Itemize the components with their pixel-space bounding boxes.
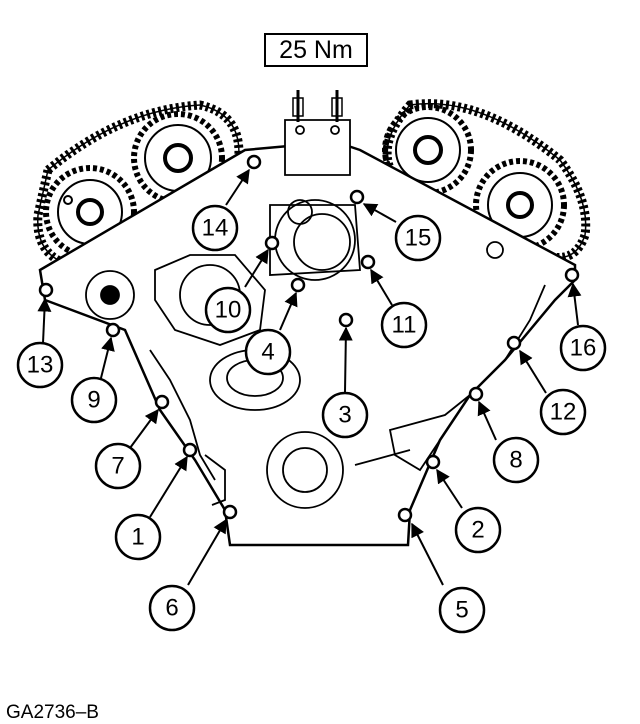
callout-9: 9 <box>70 376 118 424</box>
bolt-16 <box>564 267 580 283</box>
callout-10: 10 <box>204 286 252 334</box>
bolt-8 <box>468 386 484 402</box>
bolt-4 <box>290 277 306 293</box>
callout-3: 3 <box>321 391 369 439</box>
callout-10-label: 10 <box>215 297 242 324</box>
callout-15-label: 15 <box>405 225 432 252</box>
bolt-5 <box>397 507 413 523</box>
callout-13: 13 <box>16 341 64 389</box>
bolt-15 <box>349 189 365 205</box>
callout-14: 14 <box>191 204 239 252</box>
bolt-13 <box>38 282 54 298</box>
callout-16: 16 <box>559 324 607 372</box>
bolt-2 <box>425 454 441 470</box>
bolt-heads <box>38 154 580 523</box>
bolt-14 <box>246 154 262 170</box>
callout-1: 1 <box>114 513 162 561</box>
bolt-6 <box>222 504 238 520</box>
callout-8: 8 <box>492 436 540 484</box>
callout-6-label: 6 <box>165 595 178 622</box>
callout-6: 6 <box>148 584 196 632</box>
callout-14-label: 14 <box>202 215 229 242</box>
callout-3-label: 3 <box>338 402 351 429</box>
bolt-11 <box>360 254 376 270</box>
callout-12-label: 12 <box>550 399 577 426</box>
callout-16-label: 16 <box>570 335 597 362</box>
bolt-10 <box>264 235 280 251</box>
leader-arrows <box>37 168 582 586</box>
bolt-9 <box>105 322 121 338</box>
callout-11: 11 <box>380 301 428 349</box>
callout-12: 12 <box>539 388 587 436</box>
callout-7: 7 <box>94 442 142 490</box>
figure-id: GA2736–B <box>6 702 99 723</box>
callouts: 1 2 3 4 5 6 7 8 9 10 11 12 13 14 15 16 <box>16 204 607 634</box>
callout-5-label: 5 <box>455 597 468 624</box>
right-upper-sprocket <box>382 104 474 196</box>
callout-9-label: 9 <box>87 387 100 414</box>
callout-2-label: 2 <box>471 517 484 544</box>
bolt-7 <box>154 394 170 410</box>
callout-11-label: 11 <box>392 312 417 339</box>
torque-spec-label: 25 Nm <box>264 33 368 67</box>
callout-13-label: 13 <box>27 352 54 379</box>
bolt-12 <box>506 335 522 351</box>
callout-15: 15 <box>394 214 442 262</box>
callout-7-label: 7 <box>111 453 124 480</box>
callout-5: 5 <box>438 586 486 634</box>
callout-1-label: 1 <box>131 524 144 551</box>
callout-4: 4 <box>244 328 292 376</box>
callout-8-label: 8 <box>509 447 522 474</box>
callout-2: 2 <box>454 506 502 554</box>
bolt-3 <box>338 312 354 328</box>
bolt-1 <box>182 442 198 458</box>
callout-4-label: 4 <box>261 339 274 366</box>
